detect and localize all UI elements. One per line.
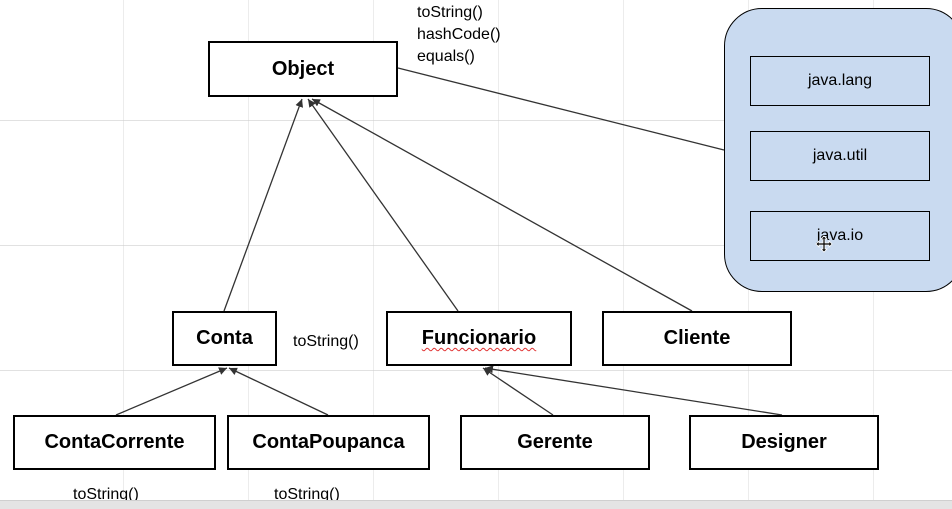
package-java-lang[interactable]: java.lang (750, 56, 930, 106)
class-designer[interactable]: Designer (689, 415, 879, 470)
edge-conta-object (223, 98, 303, 312)
edge-contapoupanca-conta (228, 367, 329, 416)
edge-contacorrente-conta (115, 367, 228, 416)
class-contacorrente[interactable]: ContaCorrente (13, 415, 216, 470)
class-conta[interactable]: Conta (172, 311, 277, 366)
contapoupanca-method-note: toString() (274, 486, 340, 503)
edge-cliente-object (311, 98, 693, 312)
grid-line (0, 245, 952, 246)
class-funcionario[interactable]: Funcionario (386, 311, 572, 366)
package-java-util[interactable]: java.util (750, 131, 930, 181)
conta-method-note: toString() (293, 333, 359, 350)
class-object[interactable]: Object (208, 41, 398, 97)
class-contapoupanca[interactable]: ContaPoupanca (227, 415, 430, 470)
object-method-tostring: toString() (417, 4, 483, 21)
edge-gerente-funcionario (482, 367, 554, 416)
edge-designer-funcionario (484, 365, 783, 416)
edge-funcionario-object (307, 98, 459, 312)
class-funcionario-label: Funcionario (421, 327, 537, 349)
class-gerente[interactable]: Gerente (460, 415, 650, 470)
class-cliente[interactable]: Cliente (602, 311, 792, 366)
contacorrente-method-note: toString() (73, 486, 139, 503)
package-panel: java.lang java.util java.io (724, 8, 952, 292)
object-method-equals: equals() (417, 48, 475, 65)
move-cursor-icon (815, 235, 833, 253)
edge-object-packages (397, 67, 725, 151)
grid-line (0, 370, 952, 371)
grid-line (0, 120, 952, 121)
package-java-io[interactable]: java.io (750, 211, 930, 261)
bottom-edge-bar (0, 500, 952, 509)
object-method-hashcode: hashCode() (417, 26, 501, 43)
